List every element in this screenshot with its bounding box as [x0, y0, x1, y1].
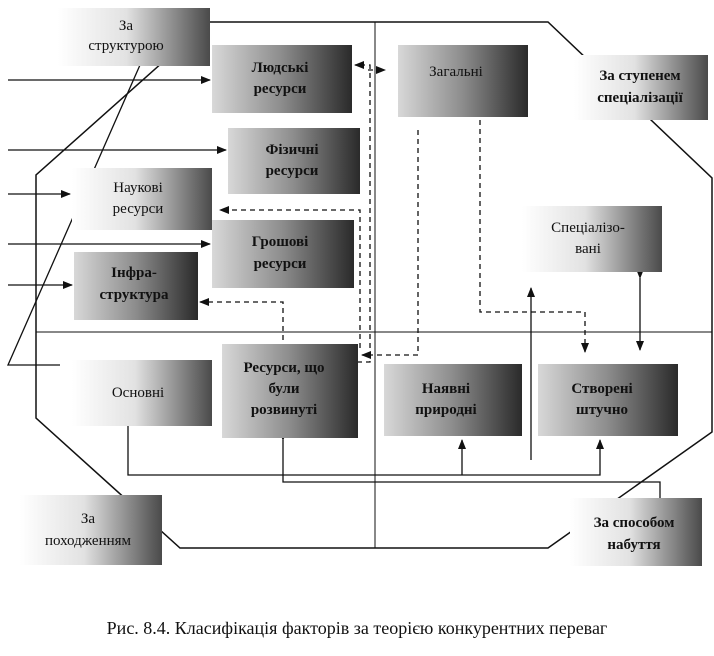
dashed-general-to-developed	[361, 130, 419, 359]
box-natural-line1: Наявні	[422, 381, 470, 397]
box-monetary-resources: Грошові ресурси	[212, 220, 354, 288]
box-general-line1: Загальні	[429, 64, 483, 80]
box-scientific-line2: ресурси	[113, 201, 164, 217]
label-origin: За походженням	[20, 495, 162, 565]
box-developed-line3: розвинуті	[251, 402, 317, 418]
figure-caption: Рис. 8.4. Класифікація факторів за теорі…	[106, 618, 608, 638]
box-monetary-line2: ресурси	[254, 256, 307, 272]
label-acquisition-line2: набуття	[607, 537, 660, 553]
dashed-general-to-artificial	[479, 120, 589, 353]
box-physical-resources: Фізичні ресурси	[228, 128, 360, 194]
box-developed-resources: Ресурси, що були розвинуті	[222, 344, 358, 438]
box-natural-line2: природні	[415, 402, 476, 418]
box-infrastructure: Інфра- структура	[74, 252, 198, 320]
box-infrastructure-line2: структура	[99, 287, 169, 303]
label-acquisition: За способом набуття	[570, 498, 702, 566]
box-human-line1: Людські	[252, 60, 309, 76]
label-origin-line1: За	[81, 511, 96, 527]
box-specialized-line2: вані	[575, 241, 601, 257]
origin-connector	[124, 416, 604, 476]
label-specialization-line2: спеціалізації	[597, 90, 683, 106]
box-developed-line1: Ресурси, що	[243, 360, 324, 376]
label-structure-line2: структурою	[88, 38, 163, 54]
box-basic-line1: Основні	[112, 385, 164, 401]
dashed-developed-to-scientific	[219, 206, 361, 348]
box-developed-line2: були	[268, 381, 299, 397]
box-artificial-line2: штучно	[576, 402, 628, 418]
box-physical-line2: ресурси	[266, 163, 319, 179]
box-human-line2: ресурси	[254, 81, 307, 97]
label-acquisition-line1: За способом	[594, 515, 675, 531]
label-structure: За структурою	[58, 8, 210, 66]
box-scientific-line1: Наукові	[113, 180, 163, 196]
box-infrastructure-line1: Інфра-	[111, 265, 157, 281]
box-physical-line1: Фізичні	[266, 142, 319, 158]
box-basic: Основні	[72, 360, 212, 426]
dashed-developed-to-infrastructure	[199, 298, 284, 340]
label-structure-line1: За	[119, 18, 134, 34]
box-human-resources: Людські ресурси	[212, 45, 352, 113]
box-artificial-line1: Створені	[571, 381, 632, 397]
box-specialized: Спеціалізо- вані	[522, 206, 662, 272]
label-specialization-line1: За ступенем	[599, 68, 680, 84]
label-specialization: За ступенем спеціалізації	[574, 55, 708, 120]
box-specialized-line1: Спеціалізо-	[551, 220, 625, 236]
box-scientific-resources: Наукові ресурси	[72, 168, 212, 230]
box-monetary-line1: Грошові	[252, 234, 309, 250]
box-artificial: Створені штучно	[538, 364, 678, 436]
acquisition-connector	[279, 431, 661, 500]
label-origin-line2: походженням	[45, 533, 132, 549]
structure-connector	[7, 64, 141, 366]
box-natural: Наявні природні	[384, 364, 522, 436]
box-general: Загальні	[398, 45, 528, 117]
